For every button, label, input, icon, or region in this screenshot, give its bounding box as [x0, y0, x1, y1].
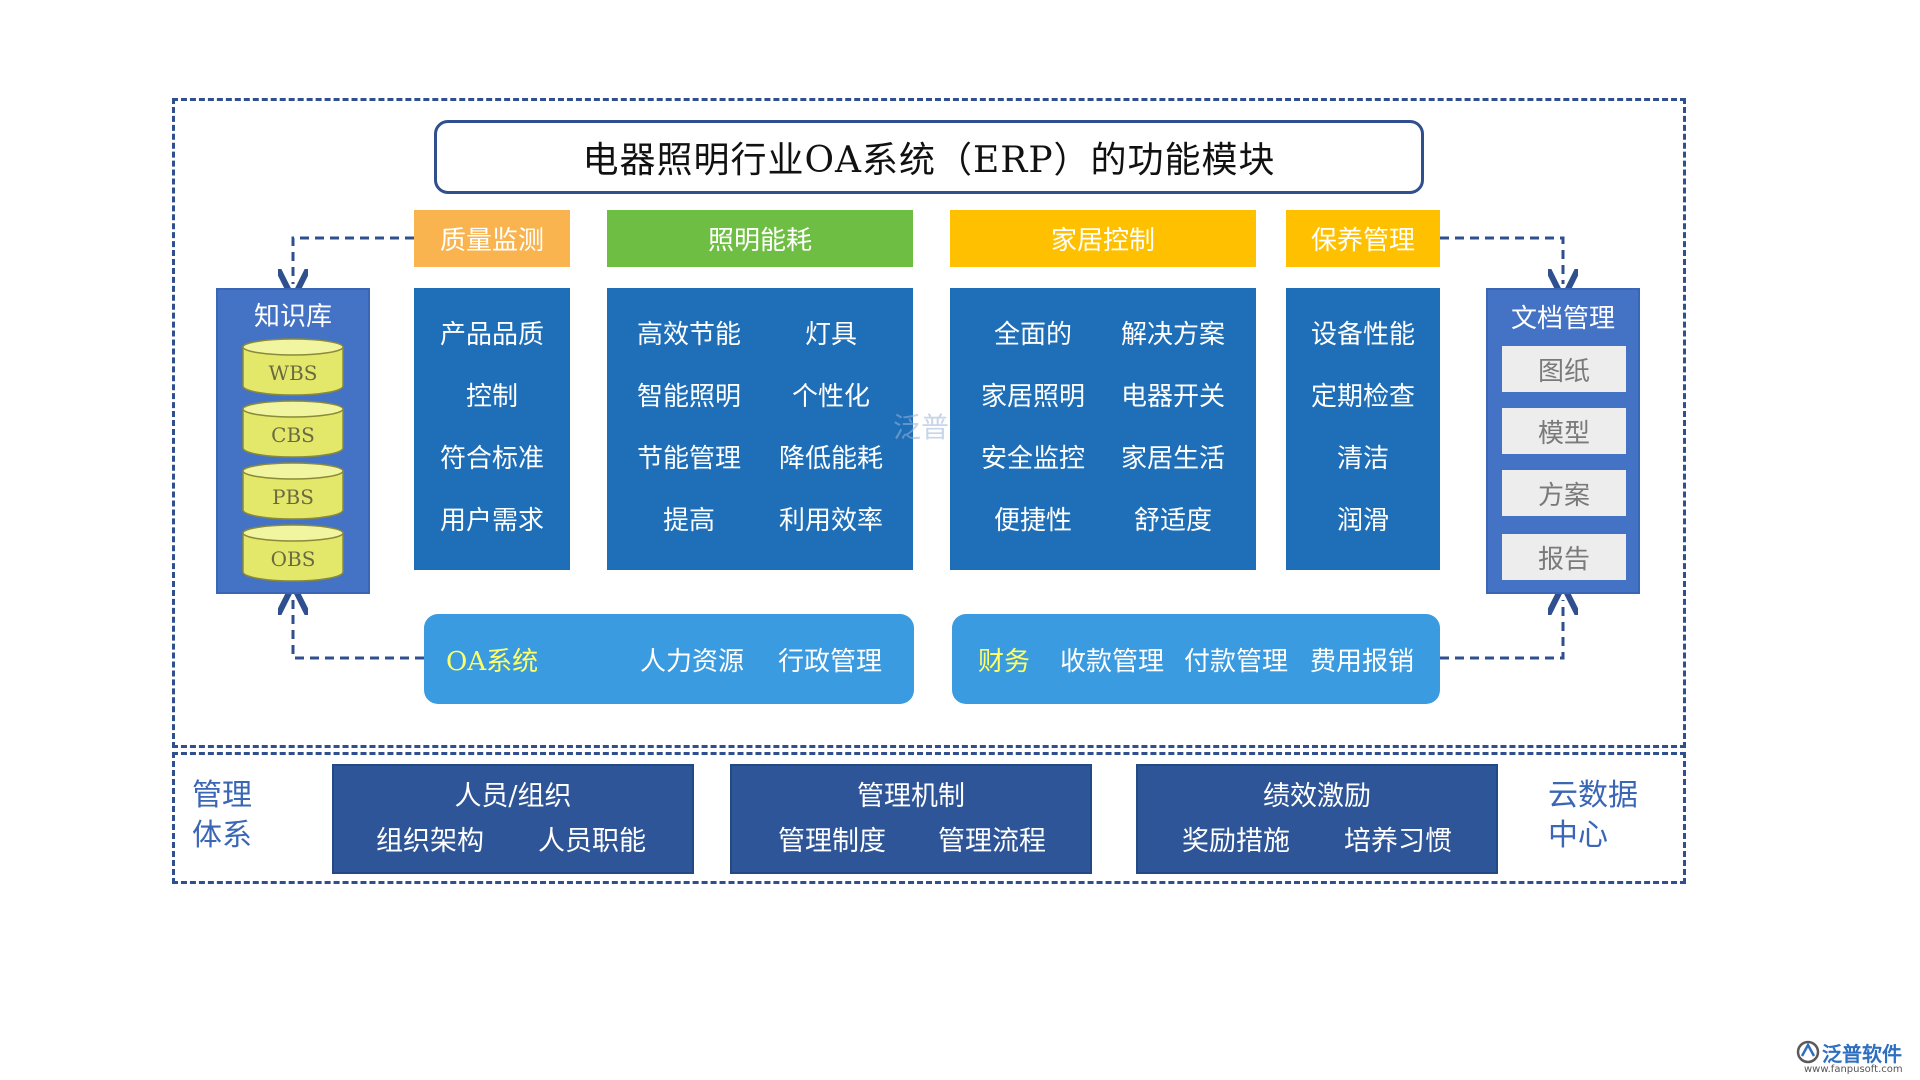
- lighting-item: 智能照明: [636, 382, 741, 412]
- oa-system-bar: OA系统 人力资源 行政管理: [424, 614, 914, 704]
- knowledge-base-panel: 知识库 WBS CBS PBS OBS: [216, 288, 370, 594]
- oa-item: 人力资源: [640, 646, 745, 677]
- oa-item: 行政管理: [778, 646, 883, 677]
- lighting-item: 降低能耗: [778, 444, 883, 474]
- maintenance-item: 润滑: [1336, 506, 1389, 536]
- header-quality: 质量监测: [414, 210, 570, 267]
- header-quality-label: 质量监测: [439, 226, 544, 256]
- brand-logo-icon: [1796, 1040, 1820, 1064]
- document-mgmt-panel: 文档管理 图纸 模型 方案 报告: [1486, 288, 1640, 594]
- database-icon: OBS: [242, 524, 344, 582]
- home-item: 便捷性: [993, 506, 1072, 536]
- finance-item: 费用报销: [1310, 646, 1415, 677]
- brand-logo: 泛普软件 www.fanpusoft.com: [1796, 1036, 1920, 1080]
- doc-item: 图纸: [1502, 346, 1626, 392]
- brand-url: www.fanpusoft.com: [1804, 1064, 1903, 1075]
- header-home: 家居控制: [950, 210, 1256, 267]
- kb-item-label: WBS: [269, 361, 318, 385]
- finance-bar: 财务 收款管理 付款管理 费用报销: [952, 614, 1440, 704]
- mgmt-box-incentive: 绩效激励 奖励措施 培养习惯: [1136, 764, 1498, 874]
- quality-item: 符合标准: [439, 444, 544, 474]
- arrow-finance-to-docs: [1440, 600, 1563, 660]
- mgmt-box-item: 人员职能: [538, 826, 646, 857]
- header-lighting-label: 照明能耗: [707, 226, 812, 256]
- mgmt-box-title: 管理机制: [857, 781, 965, 812]
- mgmt-box-item: 管理制度: [778, 826, 886, 857]
- kb-item-label: PBS: [272, 485, 314, 509]
- management-frame: [172, 752, 1686, 884]
- brand-name: 泛普软件: [1822, 1042, 1902, 1066]
- doc-item: 模型: [1502, 408, 1626, 454]
- main-frame: [172, 98, 1686, 748]
- mgmt-box-mechanism: 管理机制 管理制度 管理流程: [730, 764, 1092, 874]
- lighting-item: 提高: [662, 506, 715, 536]
- maintenance-item: 清洁: [1336, 444, 1389, 474]
- header-maintenance-label: 保养管理: [1310, 226, 1415, 256]
- arrow-oa-to-knowledge: [293, 600, 424, 660]
- lighting-item: 个性化: [791, 382, 870, 412]
- header-home-label: 家居控制: [1050, 226, 1155, 256]
- cloud-data-center-label: 云数据 中心: [1548, 778, 1638, 853]
- oa-system-label: OA系统: [446, 646, 539, 677]
- mgmt-box-item: 组织架构: [376, 826, 484, 857]
- lighting-item: 利用效率: [778, 506, 883, 536]
- knowledge-base-title: 知识库: [253, 302, 332, 332]
- panel-lighting: 高效节能 灯具 智能照明 个性化 节能管理 降低能耗 提高 利用效率 泛普软件: [607, 288, 1005, 570]
- lighting-item: 灯具: [804, 320, 857, 350]
- finance-item: 收款管理: [1060, 646, 1165, 677]
- mgmt-box-item: 奖励措施: [1182, 826, 1290, 857]
- header-lighting: 照明能耗: [607, 210, 913, 267]
- maintenance-item: 设备性能: [1310, 320, 1415, 350]
- kb-item-label: OBS: [271, 547, 316, 571]
- page-title: 电器照明行业OA系统（ERP）的功能模块: [434, 120, 1424, 194]
- management-system-label: 管理 体系: [192, 778, 252, 853]
- mgmt-box-item: 培养习惯: [1344, 826, 1452, 857]
- database-icon: WBS: [242, 338, 344, 396]
- panel-home: 全面的 解决方案 家居照明 电器开关 安全监控 家居生活 便捷性 舒适度: [950, 288, 1256, 570]
- doc-item: 报告: [1502, 534, 1626, 580]
- lighting-item: 高效节能: [636, 320, 741, 350]
- quality-item: 用户需求: [439, 506, 544, 536]
- finance-label: 财务: [978, 646, 1031, 677]
- home-item: 安全监控: [980, 444, 1085, 474]
- lighting-item: 节能管理: [636, 444, 741, 474]
- mgmt-box-title: 人员/组织: [454, 781, 572, 812]
- doc-item: 方案: [1502, 470, 1626, 516]
- home-item: 解决方案: [1120, 320, 1225, 350]
- home-item: 电器开关: [1120, 382, 1225, 412]
- header-maintenance: 保养管理: [1286, 210, 1440, 267]
- quality-item: 产品品质: [439, 320, 544, 350]
- mgmt-box-item: 管理流程: [938, 826, 1046, 857]
- panel-quality: 产品品质 控制 符合标准 用户需求: [414, 288, 570, 570]
- database-icon: PBS: [242, 462, 344, 520]
- home-item: 家居生活: [1120, 444, 1225, 474]
- database-icon: CBS: [242, 400, 344, 458]
- home-item: 全面的: [993, 320, 1072, 350]
- maintenance-item: 定期检查: [1310, 382, 1415, 412]
- home-item: 家居照明: [980, 382, 1085, 412]
- document-mgmt-title: 文档管理: [1510, 304, 1615, 334]
- mgmt-box-personnel: 人员/组织 组织架构 人员职能: [332, 764, 694, 874]
- quality-item: 控制: [465, 382, 518, 412]
- kb-item-label: CBS: [271, 423, 315, 447]
- mgmt-box-title: 绩效激励: [1263, 781, 1371, 812]
- arrow-quality-to-knowledge: [293, 236, 414, 284]
- home-item: 舒适度: [1133, 506, 1212, 536]
- finance-item: 付款管理: [1184, 646, 1289, 677]
- arrow-maintenance-to-docs: [1440, 236, 1563, 284]
- page-title-text: 电器照明行业OA系统（ERP）的功能模块: [582, 140, 1276, 181]
- panel-maintenance: 设备性能 定期检查 清洁 润滑: [1286, 288, 1440, 570]
